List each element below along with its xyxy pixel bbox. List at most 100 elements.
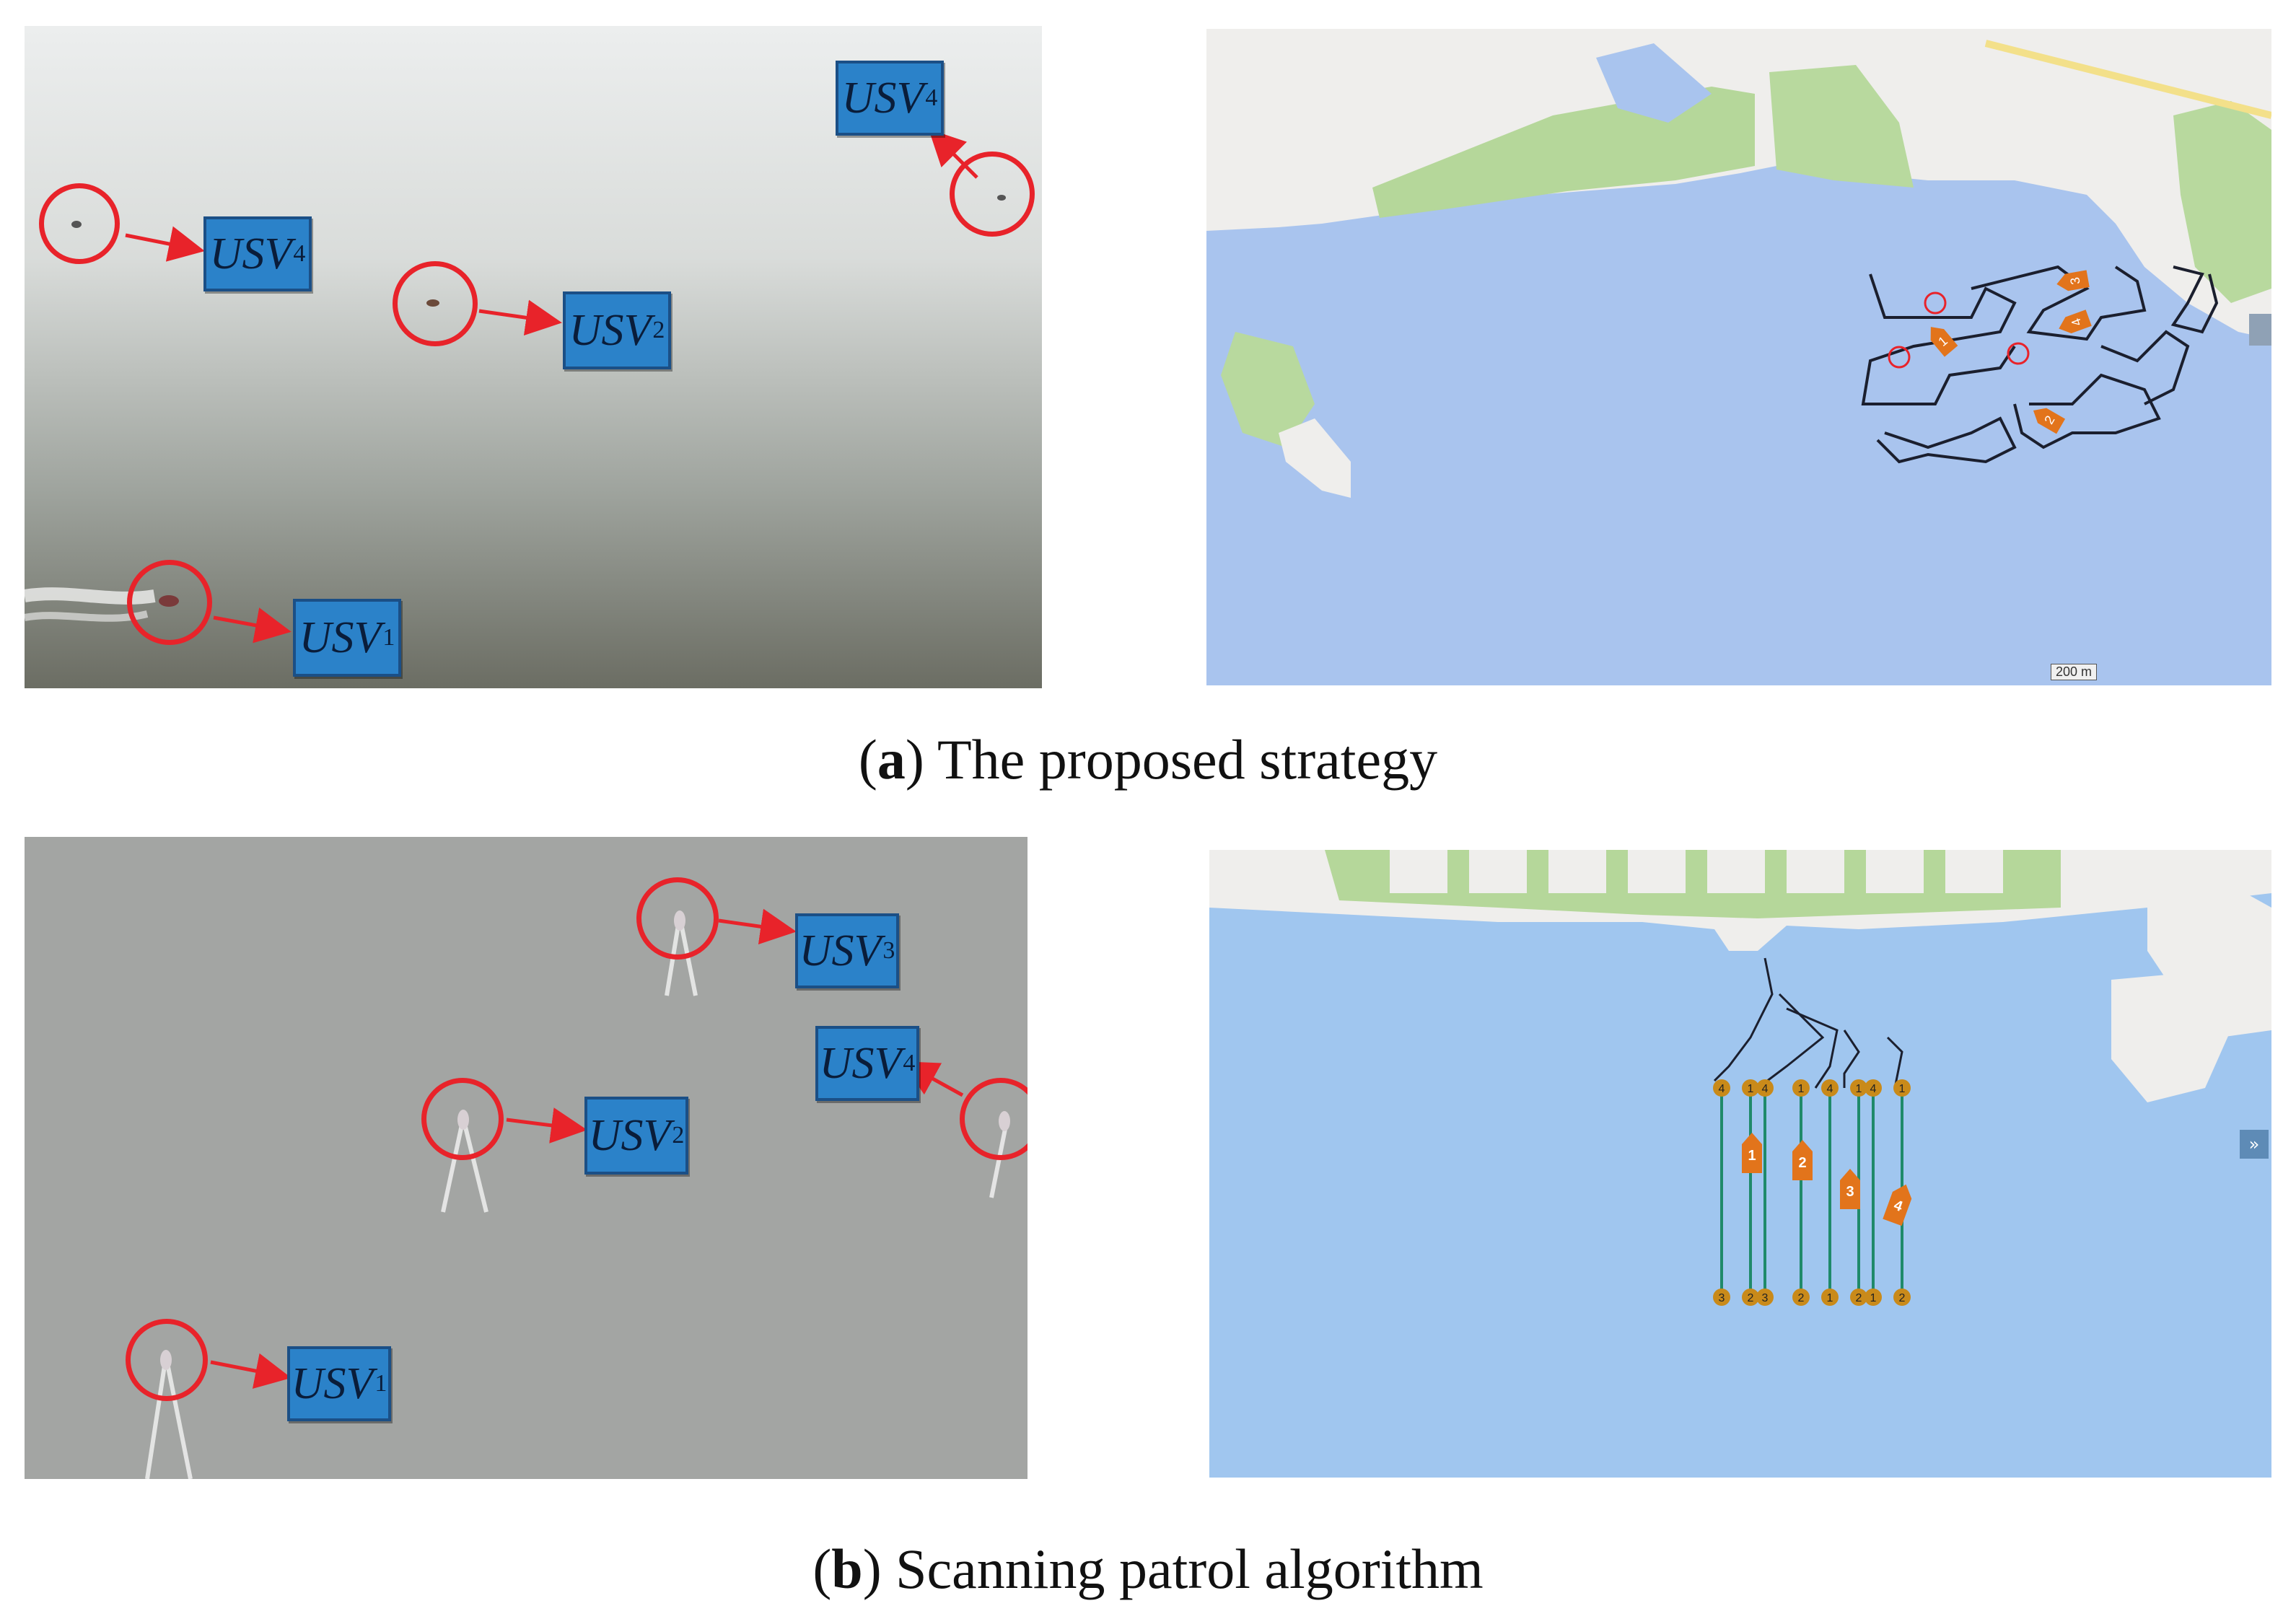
usv-label-text: USV xyxy=(588,1110,671,1160)
usv-label-text: USV xyxy=(209,229,292,278)
usv-label-text: USV xyxy=(799,926,882,975)
boat-wake xyxy=(145,916,1009,1479)
waypoint-top: 4 xyxy=(1821,1079,1839,1097)
boat-number: 1 xyxy=(1748,1148,1756,1164)
map-b: 4 1 4 1 4 1 4 1 3 2 3 2 1 2 1 2 1 2 3 4 … xyxy=(1209,850,2271,1478)
caption-letter: b xyxy=(831,1537,863,1600)
waypoint-number: 1 xyxy=(1748,1083,1754,1095)
usv-label-sub: 2 xyxy=(652,317,665,343)
waypoint-bottom: 2 xyxy=(1850,1289,1867,1306)
map-boat-3: 3 xyxy=(1840,1169,1860,1209)
arrow-usv4-left xyxy=(125,226,205,262)
target-circle xyxy=(2007,342,2030,365)
map-boat-4: 4 xyxy=(1883,1184,1912,1226)
arrow-usv1 xyxy=(213,607,292,644)
waypoint-number: 4 xyxy=(1870,1083,1877,1095)
arrow-usv3 xyxy=(718,908,797,945)
highlight-circle xyxy=(126,1319,208,1401)
vegetation-area xyxy=(1769,65,1914,188)
usv-label-sub: 2 xyxy=(672,1122,685,1149)
waypoint-bottom: 3 xyxy=(1713,1289,1730,1306)
waypoint-number: 1 xyxy=(1827,1292,1833,1304)
highlight-circle xyxy=(960,1078,1027,1160)
map-a-layer: 1 2 3 4 xyxy=(1206,29,2271,498)
waypoint-number: 1 xyxy=(1856,1083,1862,1095)
waypoint-bottom: 3 xyxy=(1756,1289,1774,1306)
waypoint-number: 2 xyxy=(1798,1292,1805,1304)
waypoint-number: 3 xyxy=(1719,1292,1725,1304)
transit-trajectory xyxy=(1713,957,1903,1089)
caption-a: (a) The proposed strategy xyxy=(858,728,1438,791)
usv-label-sub: 4 xyxy=(925,84,938,111)
buildings xyxy=(1390,850,2003,893)
map-boat-1: 1 xyxy=(1742,1133,1762,1173)
usv-label-text: USV xyxy=(569,305,652,355)
usv-label-text: USV xyxy=(291,1359,374,1408)
caption-text: Scanning patrol algorithm xyxy=(881,1537,1484,1600)
waypoint-number: 4 xyxy=(1719,1083,1725,1095)
usv-label-sub: 3 xyxy=(882,937,895,964)
waypoint-bottom: 2 xyxy=(1742,1289,1759,1306)
expand-icon[interactable]: » xyxy=(2240,1130,2269,1159)
waypoint-number: 3 xyxy=(1762,1292,1769,1304)
arrow-usv1 xyxy=(210,1353,292,1389)
waypoint-top: 1 xyxy=(1742,1079,1759,1097)
patrol-trajectory xyxy=(1861,265,2219,464)
waypoint-top: 1 xyxy=(1893,1079,1911,1097)
waypoint-bottom: 1 xyxy=(1865,1289,1882,1306)
expand-glyph: » xyxy=(2248,1134,2260,1154)
usv-label-text: USV xyxy=(841,73,924,123)
land-area xyxy=(2111,973,2234,1102)
usv-label-sub: 1 xyxy=(374,1370,387,1397)
map-a: 1 2 3 4 200 m xyxy=(1206,29,2271,685)
scan-lanes xyxy=(1720,1088,1903,1297)
map-boat-2: 2 xyxy=(2033,408,2066,434)
waypoint-number: 2 xyxy=(1856,1292,1862,1304)
side-tab[interactable] xyxy=(2249,314,2271,346)
target-circle xyxy=(1924,291,1947,315)
waypoint-top: 4 xyxy=(1865,1079,1882,1097)
highlight-circle xyxy=(127,560,212,645)
waypoint-bottom: 2 xyxy=(1792,1289,1810,1306)
waypoint-top: 4 xyxy=(1713,1079,1730,1097)
waypoint-top: 4 xyxy=(1756,1079,1774,1097)
vegetation-area xyxy=(1221,332,1315,447)
boat-number: 3 xyxy=(2067,276,2082,286)
caption-b: (b) Scanning patrol algorithm xyxy=(812,1537,1484,1600)
waypoint-number: 2 xyxy=(1899,1292,1906,1304)
waypoint-number: 1 xyxy=(1798,1083,1805,1095)
highlight-circle xyxy=(393,261,478,346)
highlight-circle xyxy=(39,183,120,264)
highlight-circle xyxy=(421,1078,504,1160)
waypoint-number: 4 xyxy=(1827,1083,1833,1095)
waypoint-bottom: 2 xyxy=(1893,1289,1911,1306)
arrow-usv2 xyxy=(478,299,562,336)
highlight-circle xyxy=(950,152,1035,237)
land-area xyxy=(1279,418,1351,498)
caption-text: The proposed strategy xyxy=(924,728,1438,791)
usv-label-text: USV xyxy=(299,613,382,662)
arrow-usv2 xyxy=(506,1107,587,1144)
usv-label-sub: 4 xyxy=(293,240,306,267)
waypoint-number: 4 xyxy=(1762,1083,1769,1095)
caption-letter: a xyxy=(877,728,906,791)
map-boat-2: 2 xyxy=(1792,1140,1813,1180)
map-scale-text: 200 m xyxy=(2056,664,2093,679)
map-scale: 200 m xyxy=(2051,664,2098,680)
waypoint-top: 1 xyxy=(1850,1079,1867,1097)
waypoint-top: 1 xyxy=(1792,1079,1810,1097)
boat-number: 3 xyxy=(1846,1184,1854,1200)
boat-number: 2 xyxy=(1798,1155,1806,1171)
waypoint-bottom: 1 xyxy=(1821,1289,1839,1306)
highlight-circle xyxy=(636,877,719,960)
vegetation-area xyxy=(2173,101,2271,303)
